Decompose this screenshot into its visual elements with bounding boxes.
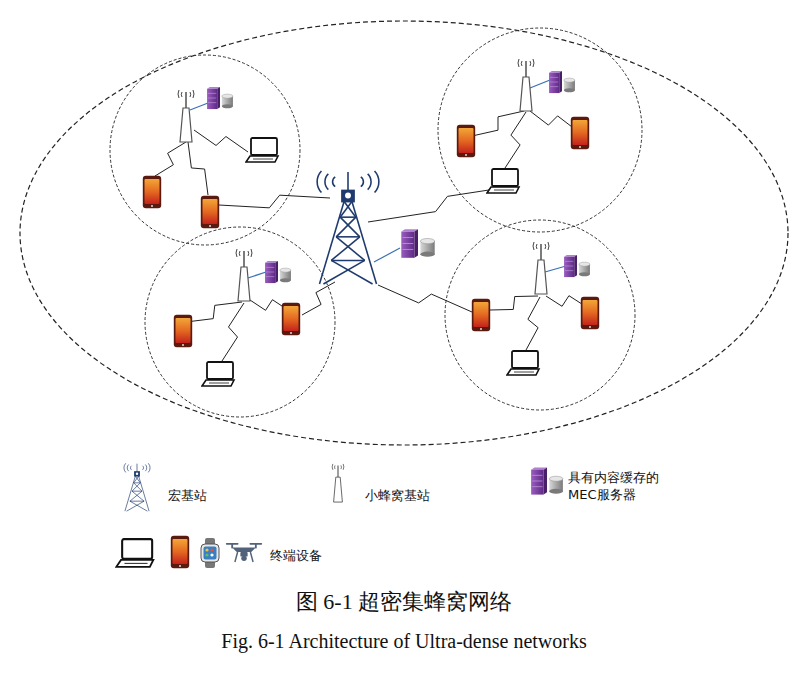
laptop [507,351,539,375]
mec-server [401,229,434,258]
laptop [246,138,278,162]
small-cell-station [178,90,194,142]
phone [201,196,219,228]
phone [571,117,589,149]
wireless-link [302,282,335,315]
phone [457,125,475,157]
wireless-link [526,297,540,350]
legend-text: 终端设备 [270,547,322,564]
wireless-link [194,130,248,152]
mec-server [564,255,590,277]
wireless-link [546,296,585,307]
legend-text: 小蜂窝基站 [365,487,430,504]
phone [143,176,161,208]
small-cell-station [518,59,534,111]
mec-server [207,87,233,109]
wireless-link [219,195,330,208]
legend-macro-icon [124,463,150,511]
phone [282,303,300,335]
small-cell-station [236,249,252,301]
mec-server [265,261,291,283]
small-cell-boundary [438,28,642,232]
legend-phone-icon [171,536,189,568]
wireless-link [378,285,472,312]
wireless-link [505,112,526,168]
legend-drone-icon [226,543,262,562]
wireless-link [188,142,208,195]
legend-laptop-icon [116,539,153,567]
legend-text: 具有内容缓存的 MEC服务器 [568,469,672,503]
small-cell-station [533,242,549,294]
phone [581,297,599,329]
legend-server-icon [531,467,563,494]
wireless-link [472,111,524,136]
figure-caption-english: Fig. 6-1 Architecture of Ultra-dense net… [0,628,808,654]
wireless-links [155,111,585,361]
phone [174,315,192,347]
figure-caption: 图 6-1 超密集蜂窝网络 [0,588,808,616]
macro-cell-boundary [20,21,788,445]
laptop [202,362,234,386]
phone [472,299,490,331]
small-cell-boundary [445,220,635,410]
mec-server [549,71,575,93]
legend-small-cell-icon [332,464,344,502]
legend-text: 宏基站 [168,487,207,504]
macro-base-station [317,171,379,284]
wireless-link [530,111,576,130]
laptop [487,169,519,193]
small-cell-boundary [110,55,300,245]
wireless-link [155,142,186,176]
wireless-link [490,296,538,310]
wireless-link [222,303,244,361]
legend-watch-icon [201,538,219,568]
small-cell-boundary [145,227,335,417]
